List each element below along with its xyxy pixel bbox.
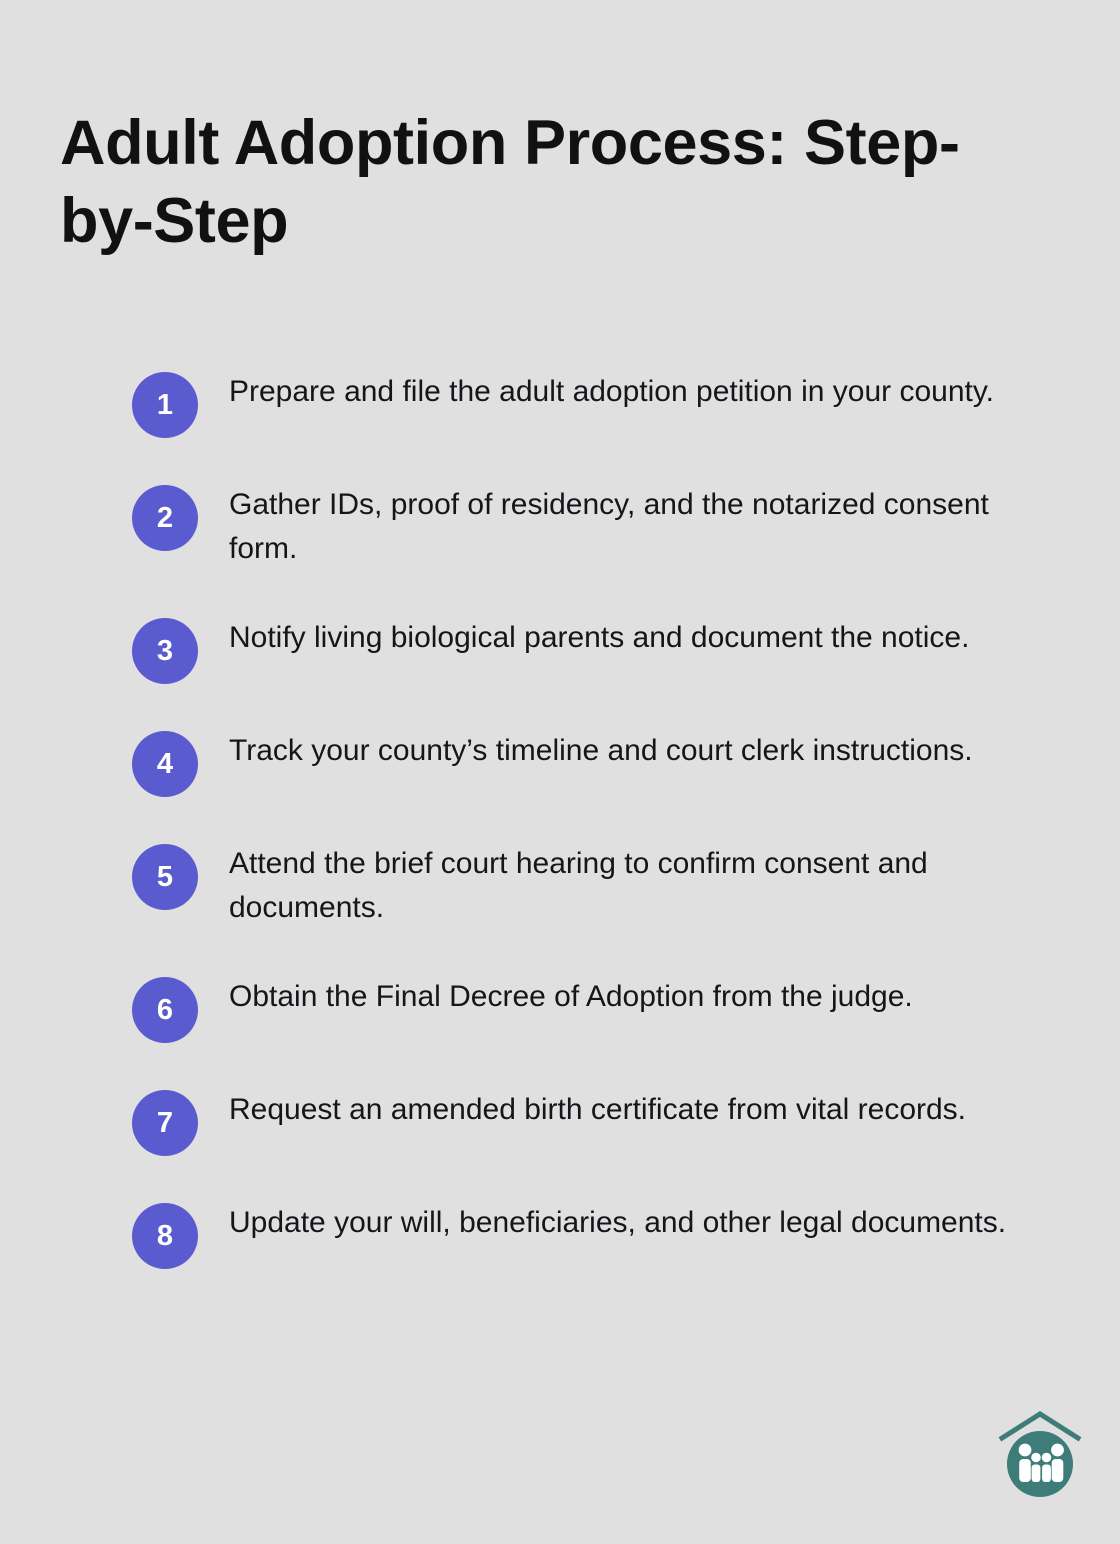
page-title: Adult Adoption Process: Step-by-Step [60,108,960,257]
list-item: 4 Track your county’s timeline and court… [132,727,1040,797]
step-number-badge: 8 [132,1203,198,1269]
list-item: 5 Attend the brief court hearing to conf… [132,840,1040,930]
step-description: Attend the brief court hearing to confir… [229,847,928,924]
list-item: 7 Request an amended birth certificate f… [132,1086,1040,1156]
step-number-badge: 6 [132,977,198,1043]
step-description: Track your county’s timeline and court c… [229,734,973,767]
step-number-badge: 5 [132,844,198,910]
family-house-icon [992,1408,1088,1504]
step-number-badge: 1 [132,372,198,438]
step-description: Update your will, beneficiaries, and oth… [229,1206,1007,1239]
list-item: 8 Update your will, beneficiaries, and o… [132,1199,1040,1269]
step-number-badge: 2 [132,485,198,551]
list-item: 1 Prepare and file the adult adoption pe… [132,368,1040,438]
step-number-badge: 4 [132,731,198,797]
steps-list: 1 Prepare and file the adult adoption pe… [132,368,1040,1269]
step-description: Prepare and file the adult adoption peti… [229,375,994,408]
step-number-badge: 3 [132,618,198,684]
step-description: Obtain the Final Decree of Adoption from… [229,980,913,1013]
step-number-badge: 7 [132,1090,198,1156]
step-description: Gather IDs, proof of residency, and the … [229,488,989,565]
list-item: 2 Gather IDs, proof of residency, and th… [132,481,1040,571]
step-description: Request an amended birth certificate fro… [229,1093,967,1126]
list-item: 6 Obtain the Final Decree of Adoption fr… [132,973,1040,1043]
list-item: 3 Notify living biological parents and d… [132,614,1040,684]
step-description: Notify living biological parents and doc… [229,621,970,654]
